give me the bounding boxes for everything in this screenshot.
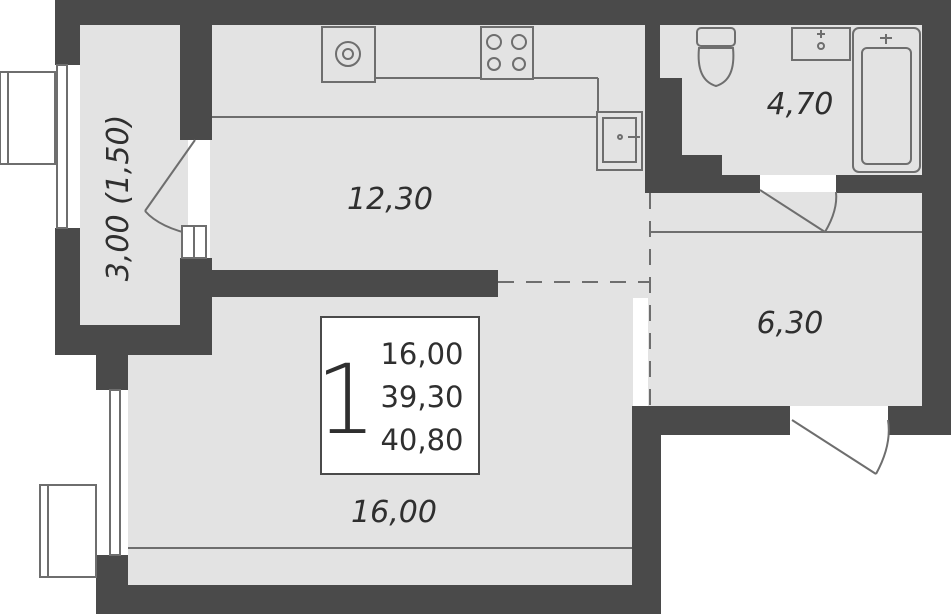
toilet-bowl	[697, 47, 735, 88]
washing-machine	[321, 26, 376, 83]
bathroom-area-label: 4,70	[767, 87, 834, 122]
apartment-info-box: 1 16,00 39,30 40,80	[315, 316, 480, 475]
balcony-area-label: 3,00 (1,50)	[101, 115, 136, 282]
info-total-area: 39,30	[380, 380, 463, 414]
wall-bottom	[96, 585, 661, 614]
room-count: 1	[315, 344, 376, 456]
toilet-tank	[696, 27, 736, 47]
wall-living-kitchen	[210, 270, 498, 297]
info-total-area-with-balcony: 40,80	[380, 423, 463, 457]
info-box-frame	[320, 316, 480, 475]
bathroom-door-leaf	[759, 189, 826, 233]
wall-living-left	[96, 340, 128, 390]
living-window	[109, 389, 121, 556]
wall-kitchen-left-lower	[180, 258, 212, 355]
hall-floor	[648, 192, 922, 406]
bathroom-fixtures	[696, 27, 921, 173]
kitchen-floor	[210, 25, 648, 272]
wall-bathroom-partition-foot	[660, 155, 722, 177]
cooktop-burner-4	[512, 57, 526, 71]
balcony-rail-top	[0, 71, 56, 165]
kitchen-area-label: 12,30	[347, 182, 433, 217]
wall-bathroom-partition	[660, 78, 682, 160]
balcony-rail-bottom	[39, 484, 97, 578]
window-mullions	[7, 72, 49, 577]
wall-bathroom-bottom-right	[836, 175, 951, 193]
cooktop-burner-2	[511, 34, 527, 50]
cooktop	[480, 26, 534, 80]
wall-right	[922, 0, 951, 434]
kitchen-fixtures	[321, 26, 643, 171]
wall-hall-right-stub	[888, 406, 951, 435]
wall-bathroom-left	[645, 25, 660, 192]
cooktop-burner-3	[487, 57, 501, 71]
wall-hall-step-vertical	[632, 406, 661, 614]
windows	[0, 64, 121, 578]
wall-bathroom-bottom-left	[645, 175, 760, 193]
living-area-label: 16,00	[351, 495, 437, 530]
doors	[144, 139, 890, 475]
cooktop-burner-1	[486, 34, 502, 50]
walls	[55, 0, 951, 614]
kitchen-door-leaf	[144, 139, 196, 212]
entrance-door-leaf	[791, 419, 877, 475]
wall-hall-step-horizontal	[632, 406, 790, 435]
wall-kitchen-left-upper	[180, 25, 212, 140]
info-living-area: 16,00	[380, 337, 463, 371]
wall-top	[55, 0, 951, 25]
balcony-window	[56, 64, 68, 229]
hall-area-label: 6,30	[757, 306, 824, 341]
wall-balcony-left-upper	[55, 0, 80, 65]
